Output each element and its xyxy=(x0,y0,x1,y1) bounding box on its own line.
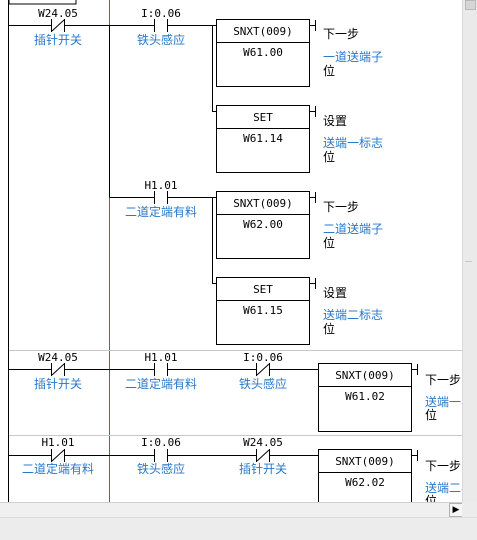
scrollbar-marker xyxy=(465,261,472,262)
contact-comment: 二道定端有料 xyxy=(124,205,198,219)
snxt-instruction-block[interactable]: SNXT(009) W62.02 xyxy=(318,449,412,502)
instruction-description: 下一步 xyxy=(425,459,462,473)
contact-address: W24.05 xyxy=(243,436,283,449)
contact-address: W24.05 xyxy=(38,7,78,20)
contact-address: I:0.06 xyxy=(141,436,181,449)
operand-comment-suffix: 位 xyxy=(425,408,438,422)
instruction-name: SET xyxy=(253,283,273,296)
contact-nc[interactable] xyxy=(51,449,65,462)
contact-address: H1.01 xyxy=(144,351,178,364)
operand-comment: 一道送端子 xyxy=(323,50,384,64)
operand-comment-suffix: 位 xyxy=(323,64,336,78)
operand-comment-suffix: 位 xyxy=(425,494,438,502)
instruction-description: 设置 xyxy=(323,114,348,128)
contact-nc[interactable] xyxy=(51,363,65,376)
instruction-description: 下一步 xyxy=(425,373,462,387)
contact-no[interactable] xyxy=(154,191,168,204)
snxt-instruction-block[interactable]: SNXT(009) W61.02 xyxy=(318,363,412,432)
contact-nc[interactable] xyxy=(256,363,270,376)
contact-comment: 插针开关 xyxy=(33,33,83,47)
ladder-wiring xyxy=(8,0,462,502)
contact-comment: 铁头感应 xyxy=(136,462,186,476)
contact-no[interactable] xyxy=(154,19,168,32)
contact-address: I:0.06 xyxy=(243,351,283,364)
snxt-instruction-block[interactable]: SNXT(009) W61.00 xyxy=(216,19,310,87)
contact-comment: 插针开关 xyxy=(238,462,288,476)
instruction-name: SET xyxy=(253,111,273,124)
scrollbar-corner xyxy=(462,502,477,517)
contact-nc[interactable] xyxy=(256,449,270,462)
horizontal-scrollbar[interactable] xyxy=(0,502,462,517)
instruction-description: 下一步 xyxy=(323,27,360,41)
instruction-operand: W61.14 xyxy=(243,132,283,145)
contact-comment: 二道定端有料 xyxy=(124,377,198,391)
operand-comment-suffix: 位 xyxy=(323,236,336,250)
contact-address: H1.01 xyxy=(144,179,178,192)
instruction-name: SNXT(009) xyxy=(233,197,293,210)
instruction-operand: W62.02 xyxy=(345,476,385,489)
contact-no[interactable] xyxy=(154,449,168,462)
instruction-description: 设置 xyxy=(323,286,348,300)
instruction-description: 下一步 xyxy=(323,200,360,214)
instruction-name: SNXT(009) xyxy=(335,369,395,382)
contact-comment: 铁头感应 xyxy=(136,33,186,47)
prev-rung-box xyxy=(8,0,77,5)
contact-nc[interactable] xyxy=(51,19,65,32)
operand-comment-suffix: 位 xyxy=(323,322,336,336)
instruction-name: SNXT(009) xyxy=(335,455,395,468)
contact-comment: 二道定端有料 xyxy=(21,462,95,476)
operand-comment: 送端一标志 xyxy=(323,136,384,150)
instruction-operand: W61.00 xyxy=(243,46,283,59)
instruction-operand: W62.00 xyxy=(243,218,283,231)
status-bar xyxy=(0,517,477,540)
contact-address: I:0.06 xyxy=(141,7,181,20)
contact-comment: 插针开关 xyxy=(33,377,83,391)
contact-address: W24.05 xyxy=(38,351,78,364)
instruction-operand: W61.02 xyxy=(345,390,385,403)
set-instruction-block[interactable]: SET W61.14 xyxy=(216,105,310,173)
contact-comment: 铁头感应 xyxy=(238,377,288,391)
instruction-name: SNXT(009) xyxy=(233,25,293,38)
ladder-editor[interactable]: W24.05 插针开关 I:0.06 铁头感应 H1.01 二道定端有料 SNX… xyxy=(0,0,477,502)
operand-comment: 送端二与 xyxy=(425,481,474,495)
set-instruction-block[interactable]: SET W61.15 xyxy=(216,277,310,345)
vertical-scrollbar[interactable] xyxy=(462,0,477,502)
operand-comment-suffix: 位 xyxy=(323,150,336,164)
contact-address: H1.01 xyxy=(41,436,75,449)
operand-comment: 送端一与 xyxy=(425,395,474,409)
instruction-operand: W61.15 xyxy=(243,304,283,317)
scroll-right-arrow-icon[interactable]: ▶ xyxy=(449,503,463,517)
operand-comment: 送端二标志 xyxy=(323,308,384,322)
vertical-scroll-thumb[interactable] xyxy=(465,0,476,10)
operand-comment: 二道送端子 xyxy=(323,222,384,236)
contact-no[interactable] xyxy=(154,363,168,376)
snxt-instruction-block[interactable]: SNXT(009) W62.00 xyxy=(216,191,310,259)
